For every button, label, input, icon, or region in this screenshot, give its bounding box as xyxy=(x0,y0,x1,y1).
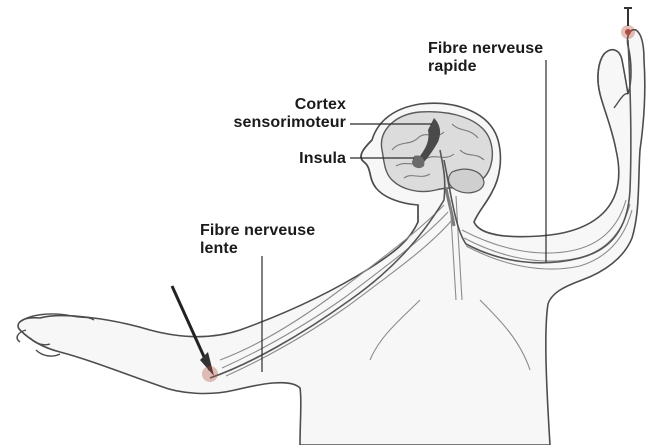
cortex-label-line2: sensorimoteur xyxy=(196,114,346,132)
fast-fiber-label: Fibre nerveuse rapide xyxy=(428,40,543,76)
slow-fiber-label: Fibre nerveuse lente xyxy=(200,222,315,258)
insula-label: Insula xyxy=(266,150,346,168)
cortex-label-line1: Cortex xyxy=(196,96,346,114)
fast-fiber-label-line1: Fibre nerveuse xyxy=(428,40,543,58)
slow-fiber-label-line2: lente xyxy=(200,240,315,258)
insula-label-line1: Insula xyxy=(266,150,346,168)
slow-fiber-label-line1: Fibre nerveuse xyxy=(200,222,315,240)
fast-fiber-label-line2: rapide xyxy=(428,58,543,76)
finger-stimulus xyxy=(621,8,635,39)
body-outline xyxy=(18,30,645,445)
cortex-label: Cortex sensorimoteur xyxy=(196,96,346,132)
